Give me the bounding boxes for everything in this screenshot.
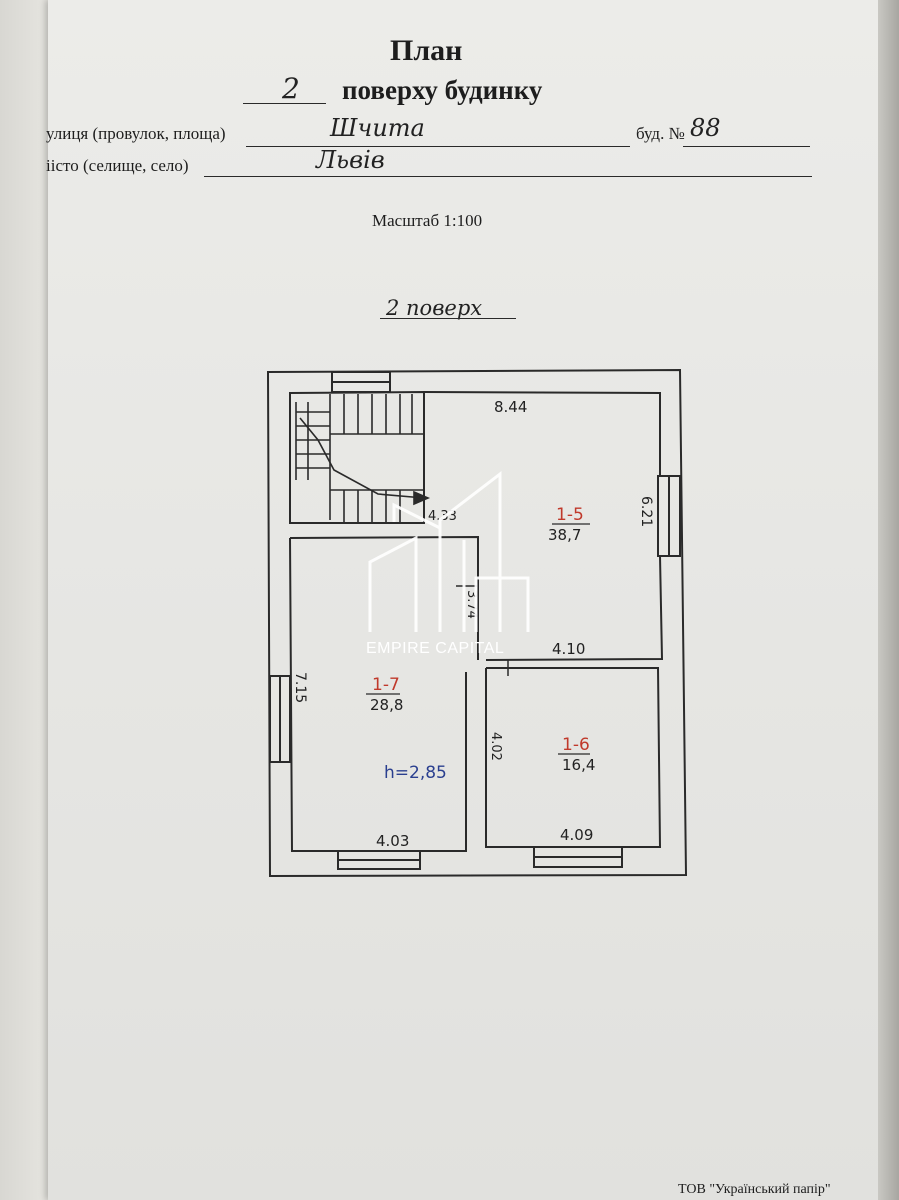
street-label: улиця (провулок, площа) bbox=[46, 124, 226, 143]
floor-caption-underline bbox=[380, 318, 516, 319]
room-6-left-wall bbox=[485, 668, 534, 848]
floor-number-line bbox=[243, 103, 326, 104]
scale-label: Масштаб 1:100 bbox=[372, 211, 483, 230]
floor-caption: 2 поверх bbox=[386, 296, 483, 320]
room-5-top-wall bbox=[423, 391, 661, 476]
room-6-area: 16,4 bbox=[562, 756, 595, 774]
city-line bbox=[204, 176, 812, 177]
ceiling-height: h=2,85 bbox=[384, 763, 447, 783]
room-7-number: 1-7 bbox=[372, 675, 400, 695]
watermark-text: EMPIRE CAPITAL bbox=[366, 640, 505, 657]
footer-publisher: ТОВ "Український папір" bbox=[678, 1182, 831, 1197]
floor-number: 2 bbox=[282, 72, 300, 105]
room-7-top-wall bbox=[289, 535, 479, 660]
plan-title: План bbox=[390, 34, 463, 67]
city-label: іісто (селище, село) bbox=[46, 156, 189, 175]
dim-room-6-left: 4.02 bbox=[488, 732, 503, 761]
street-value: Шчита bbox=[330, 114, 425, 142]
room-7-area: 28,8 bbox=[370, 696, 403, 714]
dim-room-5-bottom: 4.10 bbox=[552, 640, 585, 658]
city-value: Львів bbox=[316, 146, 385, 174]
building-value: 88 bbox=[690, 114, 721, 142]
dim-room-6-bottom: 4.09 bbox=[560, 826, 593, 844]
building-line bbox=[683, 146, 810, 147]
room-5-area: 38,7 bbox=[548, 526, 581, 544]
dim-room-7-bottom: 4.03 bbox=[376, 832, 409, 850]
room-7-right-wall bbox=[420, 672, 467, 852]
dim-left-height: 7.15 bbox=[292, 672, 308, 703]
street-line bbox=[246, 146, 630, 147]
watermark-logo-icon bbox=[368, 470, 530, 632]
dim-right-height: 6.21 bbox=[638, 496, 654, 527]
room-5-lower-wall bbox=[485, 555, 664, 661]
staircase bbox=[295, 394, 431, 522]
building-label: буд. № bbox=[636, 124, 685, 143]
room-6-wall bbox=[486, 667, 662, 848]
room-6-number: 1-6 bbox=[562, 735, 590, 755]
room-5-number: 1-5 bbox=[556, 505, 584, 525]
floor-suffix: поверху будинку bbox=[342, 75, 543, 105]
page-stack-edge bbox=[878, 0, 899, 1200]
dim-top-width: 8.44 bbox=[494, 398, 527, 416]
room-7-left-wall bbox=[289, 537, 338, 852]
